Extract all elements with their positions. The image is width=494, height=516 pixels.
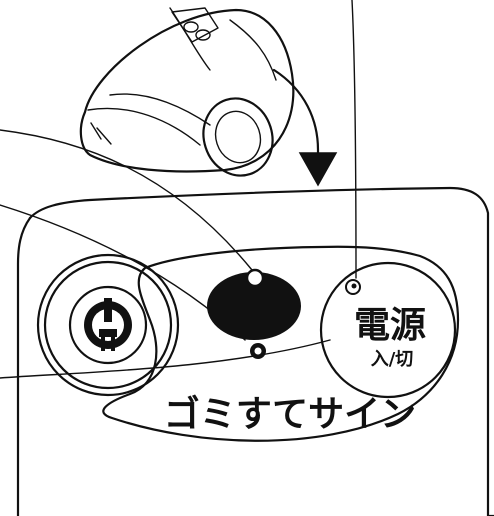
device-left-edge (16, 216, 32, 516)
curved-arrow-down-icon (272, 68, 338, 187)
power-button-main-label: 電源 (354, 305, 426, 346)
power-button-sub-label: 入/切 (371, 349, 414, 370)
leader-line-top-left (0, 129, 253, 271)
power-button[interactable] (36, 253, 180, 397)
leader-line-top-right (351, 0, 357, 279)
dust-empty-sign-label: ゴミすてサイン (164, 393, 416, 435)
device-front-outline (28, 186, 494, 516)
power-toggle-button[interactable]: 電源 入/切 (319, 261, 457, 399)
vacuum-cleaner-icon (79, 7, 295, 177)
dust-indicator-window (207, 268, 301, 359)
control-panel-recess (102, 245, 460, 442)
